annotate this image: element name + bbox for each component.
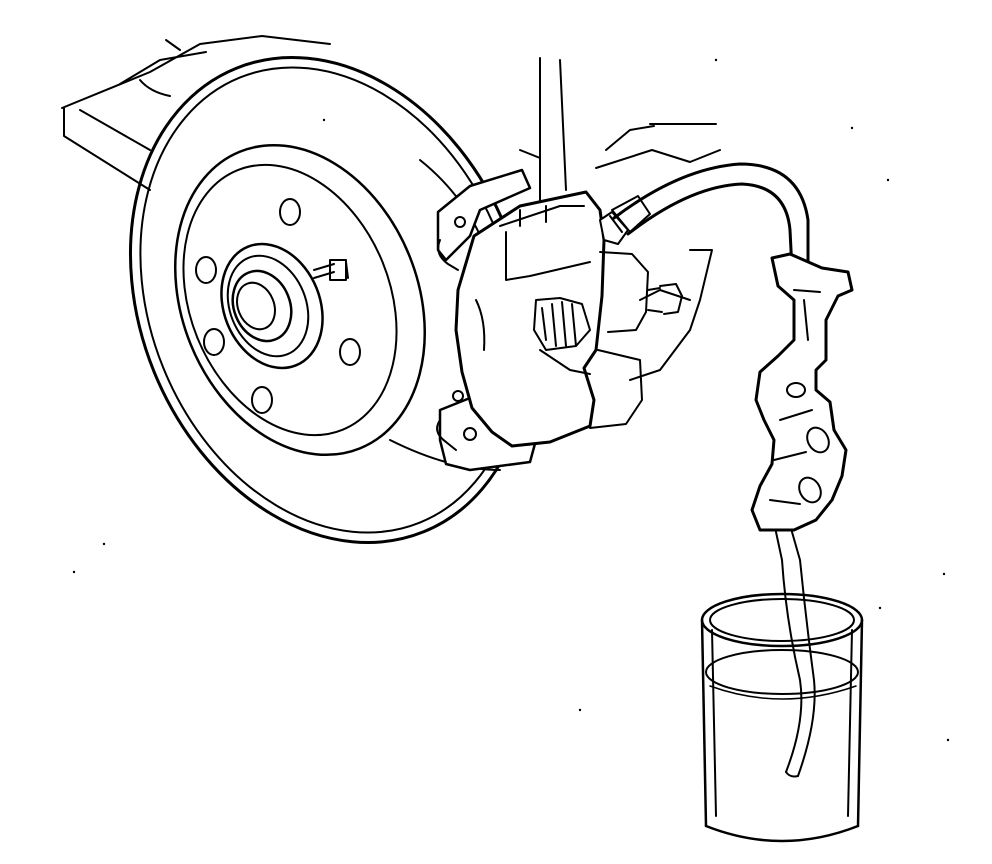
brake-fluid bbox=[705, 649, 859, 700]
brake-caliper bbox=[436, 168, 683, 472]
wheel-stud bbox=[313, 259, 349, 281]
vehicle-body bbox=[61, 35, 721, 381]
wheel-hub bbox=[195, 198, 361, 414]
brake-hose bbox=[611, 162, 810, 274]
scan-specks bbox=[72, 58, 950, 742]
drain-tube bbox=[775, 531, 816, 778]
bleeder-screw bbox=[599, 211, 629, 245]
collection-container bbox=[700, 592, 864, 843]
hose-clip bbox=[750, 252, 854, 532]
